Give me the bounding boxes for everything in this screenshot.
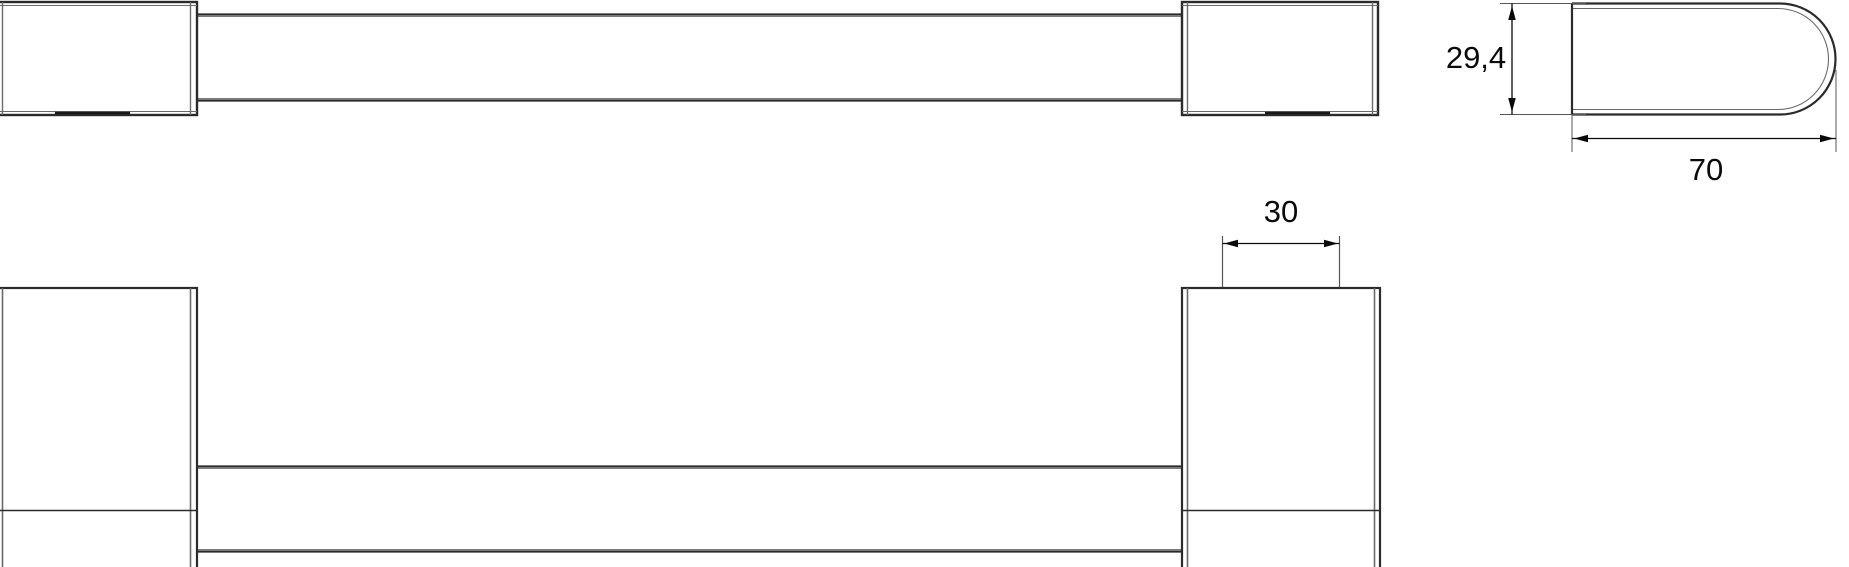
top-view	[0, 0, 1380, 117]
front-view-right-block	[1180, 286, 1382, 567]
profile-inner-outline	[1572, 7, 1829, 111]
profile-outer-outline	[1572, 2, 1837, 116]
front-view-left-block	[0, 286, 199, 567]
front-view-rail	[196, 465, 1183, 553]
front-right-block-outline	[1180, 286, 1382, 567]
top-view-right-block	[1180, 0, 1380, 117]
dim-arrow-70-left	[1574, 134, 1588, 143]
dim-arrow-70-right	[1820, 134, 1834, 143]
dim-label-30: 30	[1264, 194, 1298, 229]
dim-arrow-30-right	[1324, 239, 1338, 248]
dim-label-70: 70	[1689, 152, 1723, 187]
dim-arrow-29-4-bottom	[1508, 98, 1516, 112]
top-view-left-block	[0, 0, 199, 117]
left-block-outline	[0, 0, 199, 117]
dimension-height-29-4: 29,4	[1446, 3, 1516, 115]
front-left-block-outline	[0, 286, 199, 567]
dimension-length-70: 70	[1572, 134, 1836, 187]
dim-label-29-4: 29,4	[1446, 40, 1506, 75]
dim-arrow-29-4-top	[1508, 6, 1516, 20]
top-view-rail	[196, 13, 1183, 102]
front-view: 30	[0, 194, 1382, 567]
dimension-width-30: 30	[1222, 194, 1340, 248]
dim-arrow-30-left	[1224, 239, 1238, 248]
right-block-outline	[1180, 0, 1380, 117]
side-profile-view: 29,4 70	[1446, 2, 1837, 187]
